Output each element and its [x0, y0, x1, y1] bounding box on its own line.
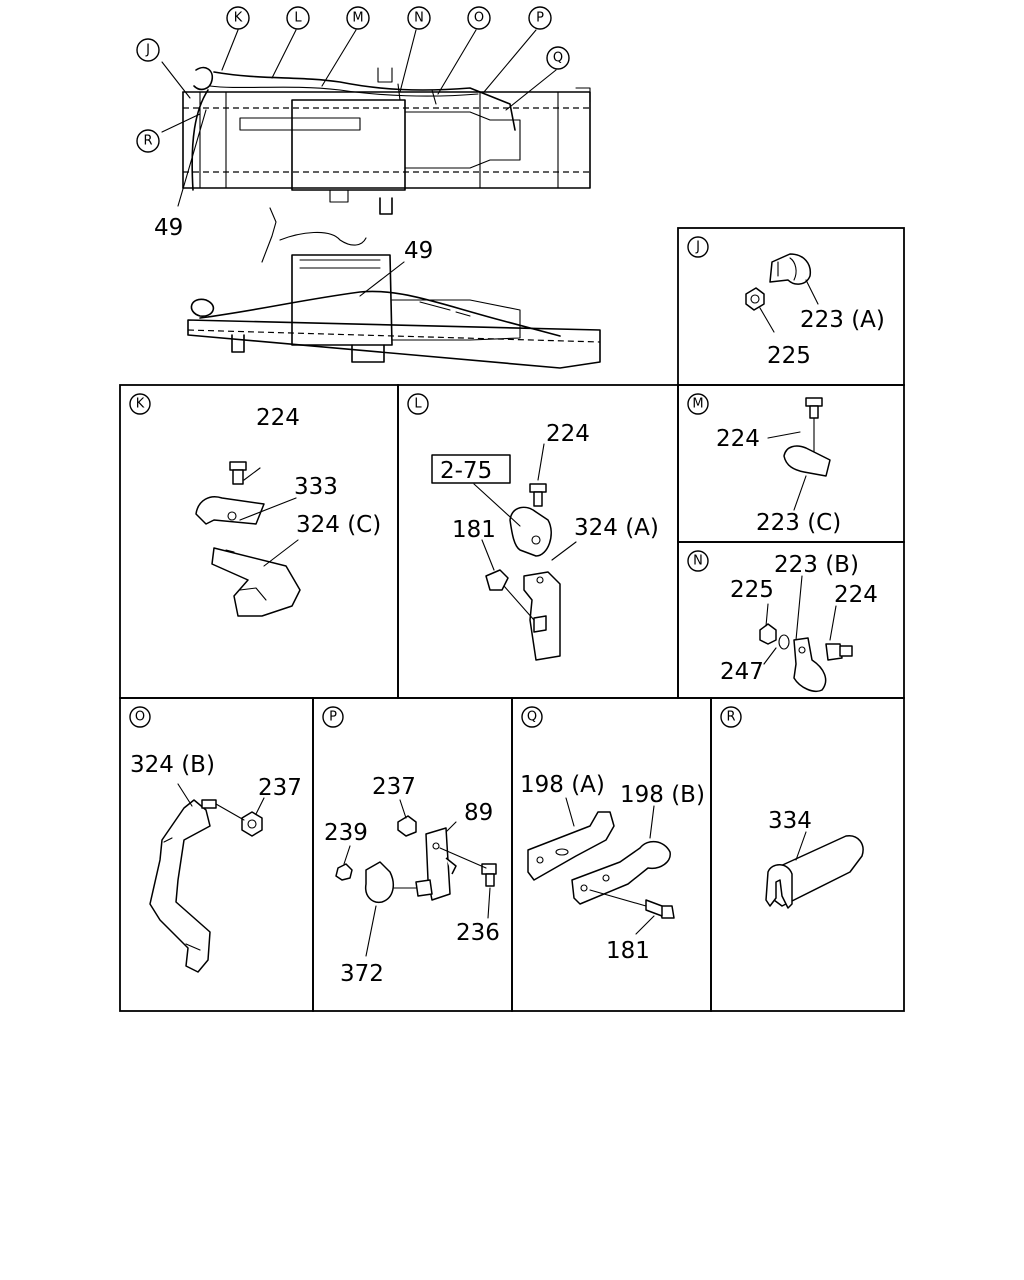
svg-text:K: K — [234, 11, 243, 26]
panel-L-label-224: 224 — [546, 421, 590, 447]
panel-Q-letter: Q — [521, 706, 543, 728]
svg-text:O: O — [474, 11, 484, 26]
svg-text:P: P — [536, 11, 544, 26]
panel-O-letter: O — [129, 706, 151, 728]
overview-callout-N: N — [407, 6, 431, 30]
panel-P-parts — [335, 799, 497, 957]
panel-K-label-324c: 324 (C) — [296, 512, 381, 538]
panel-O-label-237: 237 — [258, 775, 302, 801]
overview-callout-Q: Q — [546, 46, 570, 70]
svg-text:R: R — [726, 710, 735, 725]
panel-P-letter: P — [322, 706, 344, 728]
panel-P-label-239: 239 — [324, 820, 368, 846]
panel-N-label-223b: 223 (B) — [774, 552, 859, 578]
panel-O-label-324b: 324 (B) — [130, 752, 215, 778]
svg-text:K: K — [136, 397, 145, 412]
panel-N-parts — [759, 575, 853, 692]
svg-text:J: J — [695, 240, 700, 255]
panel-M-label-223c: 223 (C) — [756, 510, 841, 536]
panel-J-parts — [745, 253, 819, 333]
svg-text:J: J — [145, 43, 150, 58]
panel-J-label-225: 225 — [767, 343, 811, 369]
overview-callout-J: J — [136, 38, 160, 62]
panel-N-label-225: 225 — [730, 577, 774, 603]
panel-L-label-324a: 324 (A) — [574, 515, 659, 541]
panel-Q-label-198a: 198 (A) — [520, 772, 605, 798]
panel-P-label-237: 237 — [372, 774, 416, 800]
panel-J-label-223a: 223 (A) — [800, 307, 885, 333]
panel-Q-parts — [527, 797, 675, 935]
panel-R-label-334: 334 — [768, 808, 812, 834]
panel-N-letter: N — [687, 550, 709, 572]
panel-Q-label-181: 181 — [606, 938, 650, 964]
panel-L-ref-box — [431, 454, 511, 484]
svg-text:Q: Q — [553, 51, 563, 66]
panel-L-letter: L — [407, 393, 429, 415]
part-label-49-top: 49 — [154, 215, 183, 241]
overview-callout-L: L — [286, 6, 310, 30]
svg-text:Q: Q — [527, 710, 537, 725]
panel-L-ref-2-75: 2-75 — [440, 458, 492, 484]
panel-N-label-247: 247 — [720, 659, 764, 685]
svg-text:O: O — [135, 710, 145, 725]
panel-M-letter: M — [687, 393, 709, 415]
panel-M-label-224: 224 — [716, 426, 760, 452]
overview-callout-O: O — [467, 6, 491, 30]
svg-text:M: M — [352, 11, 363, 26]
overview-callout-P: P — [528, 6, 552, 30]
svg-text:L: L — [294, 11, 302, 26]
panel-N-label-224: 224 — [834, 582, 878, 608]
panel-O-frame — [119, 697, 314, 1012]
panel-K-label-224: 224 — [256, 405, 300, 431]
svg-text:L: L — [414, 397, 422, 412]
overview-callout-K: K — [226, 6, 250, 30]
overview-callout-M: M — [346, 6, 370, 30]
svg-text:R: R — [143, 134, 152, 149]
panel-K-parts — [195, 461, 301, 617]
panel-P-label-89: 89 — [464, 800, 493, 826]
panel-R-parts — [765, 831, 864, 909]
svg-text:M: M — [692, 397, 703, 412]
panel-P-label-236: 236 — [456, 920, 500, 946]
panel-K-label-333: 333 — [294, 474, 338, 500]
panel-P-label-372: 372 — [340, 961, 384, 987]
panel-M-parts — [767, 397, 831, 511]
overview-callout-R: R — [136, 129, 160, 153]
frame-top-view — [182, 66, 591, 215]
panel-Q-label-198b: 198 (B) — [620, 782, 705, 808]
panel-O-parts — [149, 783, 265, 973]
frame-side-view — [187, 207, 601, 369]
panel-R-letter: R — [720, 706, 742, 728]
panel-L-label-181: 181 — [452, 517, 496, 543]
panel-R-frame — [710, 697, 905, 1012]
panel-J-letter: J — [687, 236, 709, 258]
panel-K-frame — [119, 384, 399, 699]
panel-L-parts — [431, 443, 577, 661]
panel-K-letter: K — [129, 393, 151, 415]
part-label-49-side: 49 — [404, 238, 433, 264]
svg-text:N: N — [414, 11, 424, 26]
svg-text:P: P — [329, 710, 337, 725]
svg-text:N: N — [693, 554, 703, 569]
